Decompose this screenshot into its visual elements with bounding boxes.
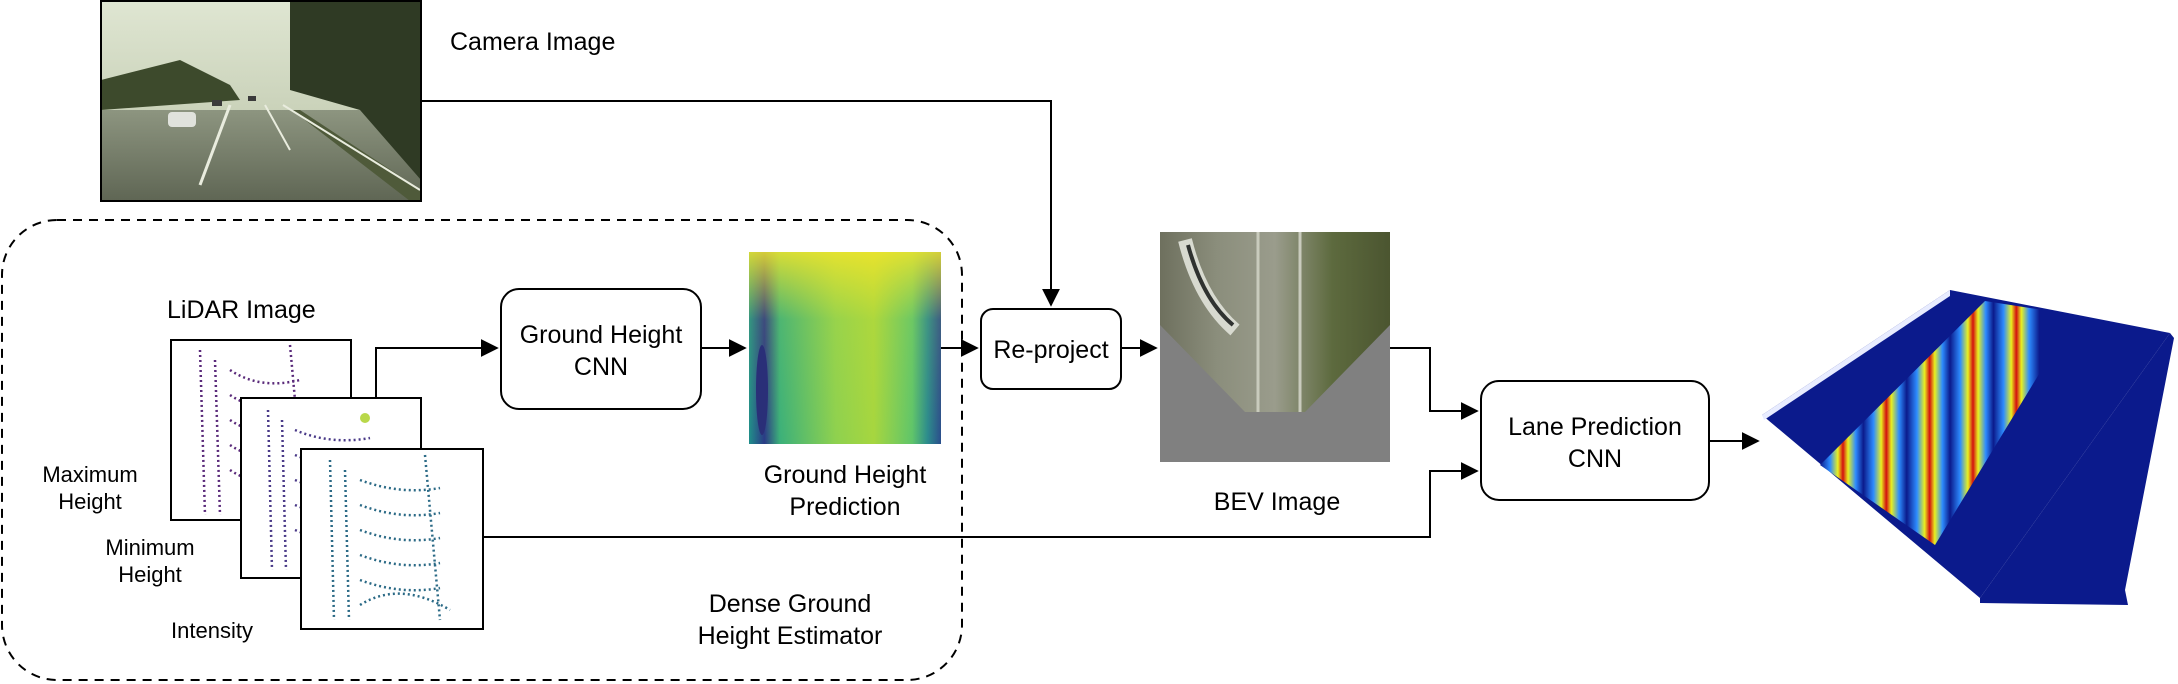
- max-height-label-1: Maximum: [42, 462, 137, 487]
- lane-prediction-surface: [1762, 290, 2174, 605]
- reproject-label: Re-project: [993, 336, 1108, 364]
- arrow-bev-to-lane-cnn: [1390, 347, 1479, 420]
- lane-prediction-cnn-label-1: Lane Prediction: [1508, 413, 1682, 441]
- ground-height-prediction-label-1: Ground Height: [764, 461, 927, 489]
- arrow-lidar-to-lane-cnn: [483, 462, 1479, 538]
- lidar-image-intensity: [300, 448, 484, 630]
- ground-height-cnn-node: Ground Height CNN: [500, 288, 702, 410]
- ground-height-prediction-label-2: Prediction: [789, 493, 900, 521]
- min-height-label-2: Height: [118, 562, 182, 587]
- lane-prediction-cnn-node: Lane Prediction CNN: [1480, 380, 1710, 501]
- dense-estimator-label-1: Dense Ground: [709, 590, 872, 618]
- dense-estimator-container: [1, 219, 963, 681]
- arrow-camera-to-reproject: [421, 100, 1060, 307]
- camera-image: [100, 0, 422, 202]
- lane-prediction-cnn-label-2: CNN: [1568, 445, 1622, 473]
- ground-height-prediction-image: [749, 252, 941, 444]
- bev-image: [1160, 232, 1390, 462]
- ground-height-cnn-label-1: Ground Height: [520, 321, 683, 349]
- min-height-label-1: Minimum: [105, 535, 194, 560]
- reproject-node: Re-project: [980, 308, 1122, 390]
- intensity-label: Intensity: [171, 618, 253, 643]
- dense-estimator-label-2: Height Estimator: [698, 622, 883, 650]
- arrow-lidar-to-ground-cnn: [375, 339, 499, 398]
- connectors: [375, 100, 1760, 538]
- ground-height-cnn-label-2: CNN: [574, 353, 628, 381]
- camera-image-label: Camera Image: [450, 28, 615, 56]
- bev-image-label: BEV Image: [1214, 488, 1340, 516]
- max-height-label-2: Height: [58, 489, 122, 514]
- lidar-image-label: LiDAR Image: [167, 296, 316, 324]
